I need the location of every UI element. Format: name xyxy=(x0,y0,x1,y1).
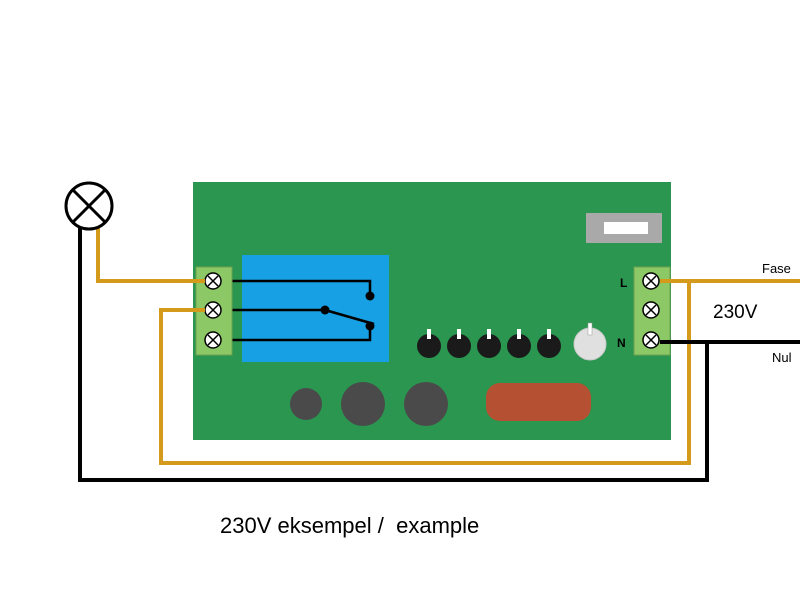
component-small xyxy=(290,388,322,420)
board-connector xyxy=(586,213,662,243)
nul-label: Nul xyxy=(772,350,792,365)
screw-terminal-icon xyxy=(204,301,222,319)
screw-terminal-icon xyxy=(204,272,222,290)
relay-module xyxy=(242,255,389,362)
relay-contacts xyxy=(232,279,375,342)
fase-label: Fase xyxy=(762,261,791,276)
component-large xyxy=(404,382,448,426)
wire-relay-common-to-fase xyxy=(159,279,800,465)
potentiometer xyxy=(573,322,607,361)
terminal-n-label: N xyxy=(617,336,626,350)
push-buttons xyxy=(417,329,561,358)
push-button xyxy=(447,329,471,358)
caption: 230V eksempel / example xyxy=(220,513,479,538)
push-button xyxy=(417,329,441,358)
push-button xyxy=(507,329,531,358)
component-large xyxy=(341,382,385,426)
screw-terminal-icon xyxy=(642,272,660,290)
orange-wires xyxy=(96,228,800,465)
push-button xyxy=(477,329,501,358)
push-button xyxy=(537,329,561,358)
terminal-l-label: L xyxy=(620,276,627,290)
screw-terminal-icon xyxy=(642,301,660,319)
screw-terminal-icon xyxy=(204,331,222,349)
fuse-component xyxy=(486,383,591,421)
wire-lamp-to-nul xyxy=(78,228,709,482)
voltage-label: 230V xyxy=(713,302,758,323)
lamp-icon xyxy=(64,181,114,231)
wire-lamp-to-relay xyxy=(96,228,205,283)
black-wires xyxy=(78,228,800,482)
screw-terminal-icon xyxy=(642,331,660,349)
relay-contact-dots xyxy=(320,291,375,331)
